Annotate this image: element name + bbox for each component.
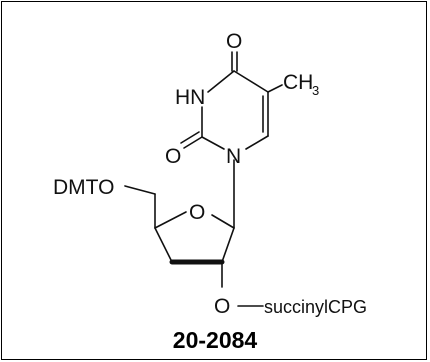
bond-o4-c4prime [154, 211, 187, 229]
methyl-subscript: 3 [312, 83, 319, 98]
ring-oxygen-label: O [189, 201, 205, 224]
bond-c2prime-c1prime [221, 227, 235, 263]
bond-c4-c5 [233, 70, 269, 93]
ester-oxygen-label: O [214, 295, 230, 318]
succinyl-cpg-label: succinylCPG [264, 297, 367, 317]
bond-c4prime-c3prime [154, 227, 173, 263]
bond-c5-methyl [267, 84, 283, 93]
bonds [124, 51, 283, 307]
carbonyl-oxygen-top: O [226, 30, 242, 53]
bond-n1-c2 [201, 136, 225, 150]
bond-nh-c4 [207, 70, 235, 93]
dmto-label: DMTO [53, 176, 114, 199]
methyl-label: CH [283, 71, 313, 94]
ring-nitrogen-label: N [226, 145, 241, 168]
atom-labels: O HN CH 3 O N DMTO O O succinylCPG [53, 30, 367, 318]
bond-c6-n1 [245, 135, 269, 150]
carbonyl-oxygen-left: O [165, 145, 181, 168]
nh-label: HN [175, 86, 205, 109]
bond-c2-o [183, 136, 203, 149]
bond-c1prime-o4 [211, 214, 235, 229]
bond-c2-o-double [180, 131, 200, 144]
catalog-number: 20-2084 [172, 327, 258, 353]
bond-c5prime-o [124, 185, 156, 195]
